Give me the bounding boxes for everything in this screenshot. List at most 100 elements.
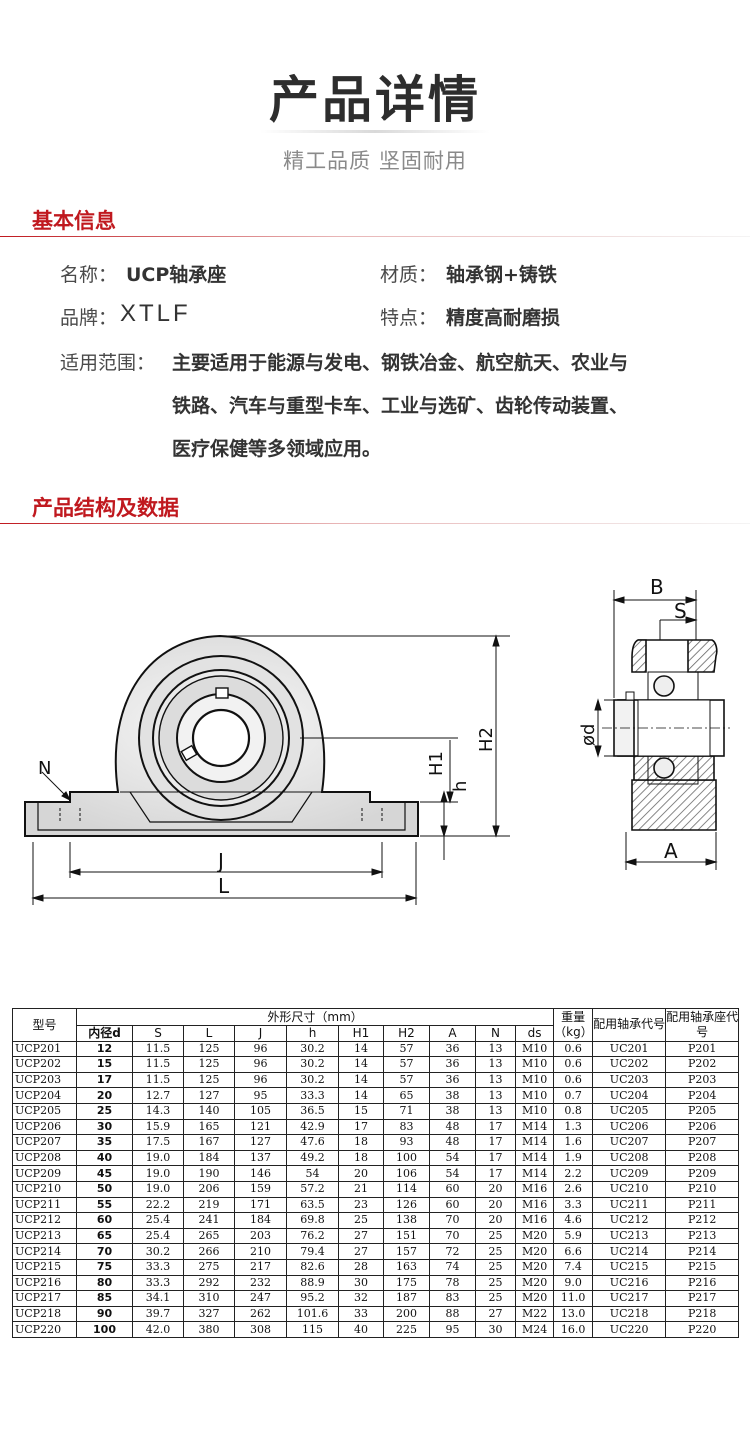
table-cell: 11.5 [132, 1071, 184, 1089]
table-cell: UC201 [592, 1040, 667, 1058]
table-cell: 74 [429, 1258, 476, 1276]
table-cell: UCP215 [12, 1258, 77, 1276]
table-cell: 7.4 [553, 1258, 594, 1276]
table-cell: 14 [338, 1087, 384, 1104]
section-title-basic-info: 基本信息 [32, 209, 116, 233]
table-cell: 13 [475, 1071, 516, 1089]
table-cell: 137 [234, 1149, 287, 1167]
table-cell: 25 [338, 1212, 384, 1229]
table-cell: 13.0 [553, 1305, 594, 1323]
table-cell: M14 [514, 1134, 555, 1151]
table-cell: 63.5 [286, 1196, 339, 1214]
table-cell: 187 [383, 1290, 430, 1307]
table-cell: 90 [76, 1305, 133, 1323]
table-cell: P206 [665, 1118, 740, 1136]
table-cell: 30 [338, 1274, 384, 1292]
table-cell: UC216 [592, 1274, 667, 1292]
sub-header-9: ds [514, 1025, 555, 1042]
table-cell: 35 [76, 1134, 133, 1151]
table-cell: 19.0 [132, 1180, 184, 1198]
table-cell: 15 [76, 1056, 133, 1073]
table-cell: M20 [514, 1227, 555, 1245]
table-cell: M14 [514, 1165, 555, 1182]
table-cell: 15 [338, 1102, 384, 1120]
table-cell: 55 [76, 1196, 133, 1214]
table-cell: 80 [76, 1274, 133, 1292]
label-s: S [674, 599, 687, 623]
table-cell: P217 [665, 1290, 740, 1307]
table-cell: 163 [383, 1258, 430, 1276]
table-cell: 38 [429, 1102, 476, 1120]
table-cell: 125 [183, 1040, 235, 1058]
scope-line-2: 铁路、汽车与重型卡车、工业与选矿、齿轮传动装置、 [172, 395, 629, 417]
label-l: L [218, 874, 230, 898]
table-cell: 151 [383, 1227, 430, 1245]
table-cell: 13 [475, 1087, 516, 1104]
table-cell: 25 [475, 1227, 516, 1245]
table-cell: 17 [475, 1149, 516, 1167]
table-cell: M20 [514, 1243, 555, 1260]
table-cell: 241 [183, 1212, 235, 1229]
table-cell: M14 [514, 1118, 555, 1136]
table-cell: 1.6 [553, 1134, 594, 1151]
table-cell: P204 [665, 1087, 740, 1104]
table-cell: 79.4 [286, 1243, 339, 1260]
material-value: 轴承钢+铸铁 [446, 264, 557, 286]
table-cell: 20 [475, 1180, 516, 1198]
table-cell: 36 [429, 1056, 476, 1073]
table-cell: P213 [665, 1227, 740, 1245]
table-cell: 30.2 [286, 1056, 339, 1073]
table-cell: P212 [665, 1212, 740, 1229]
table-cell: 310 [183, 1290, 235, 1307]
table-cell: M16 [514, 1196, 555, 1214]
table-cell: 48 [429, 1134, 476, 1151]
table-cell: P209 [665, 1165, 740, 1182]
table-cell: 20 [76, 1087, 133, 1104]
table-cell: 203 [234, 1227, 287, 1245]
table-cell: 308 [234, 1321, 287, 1338]
table-cell: 17 [475, 1165, 516, 1182]
section-rule-basic-info [0, 236, 750, 237]
table-cell: 18 [338, 1134, 384, 1151]
table-cell: M10 [514, 1102, 555, 1120]
table-cell: 16.0 [553, 1321, 594, 1338]
table-cell: 275 [183, 1258, 235, 1276]
table-cell: 105 [234, 1102, 287, 1120]
table-cell: 83 [429, 1290, 476, 1307]
table-cell: UCP213 [12, 1227, 77, 1245]
label-b: B [650, 575, 664, 599]
table-cell: 85 [76, 1290, 133, 1307]
table-cell: UCP212 [12, 1212, 77, 1229]
table-cell: UCP203 [12, 1071, 77, 1089]
label-h1: H1 [426, 751, 447, 776]
table-cell: 138 [383, 1212, 430, 1229]
table-cell: UC204 [592, 1087, 667, 1104]
table-cell: P202 [665, 1056, 740, 1073]
sub-header-0: 内径d [76, 1025, 133, 1042]
table-cell: 101.6 [286, 1305, 339, 1323]
table-cell: 206 [183, 1180, 235, 1198]
table-cell: 65 [383, 1087, 430, 1104]
table-cell: 190 [183, 1165, 235, 1182]
table-cell: 12 [76, 1040, 133, 1058]
table-cell: 175 [383, 1274, 430, 1292]
table-cell: 2.6 [553, 1180, 594, 1198]
table-cell: UCP204 [12, 1087, 77, 1104]
label-h2: H2 [476, 727, 497, 752]
table-cell: 14 [338, 1071, 384, 1089]
table-cell: 25.4 [132, 1212, 184, 1229]
table-cell: M16 [514, 1212, 555, 1229]
table-cell: UC210 [592, 1180, 667, 1198]
label-n: N [38, 758, 51, 779]
name-value: UCP轴承座 [126, 264, 227, 286]
table-cell: 11.0 [553, 1290, 594, 1307]
